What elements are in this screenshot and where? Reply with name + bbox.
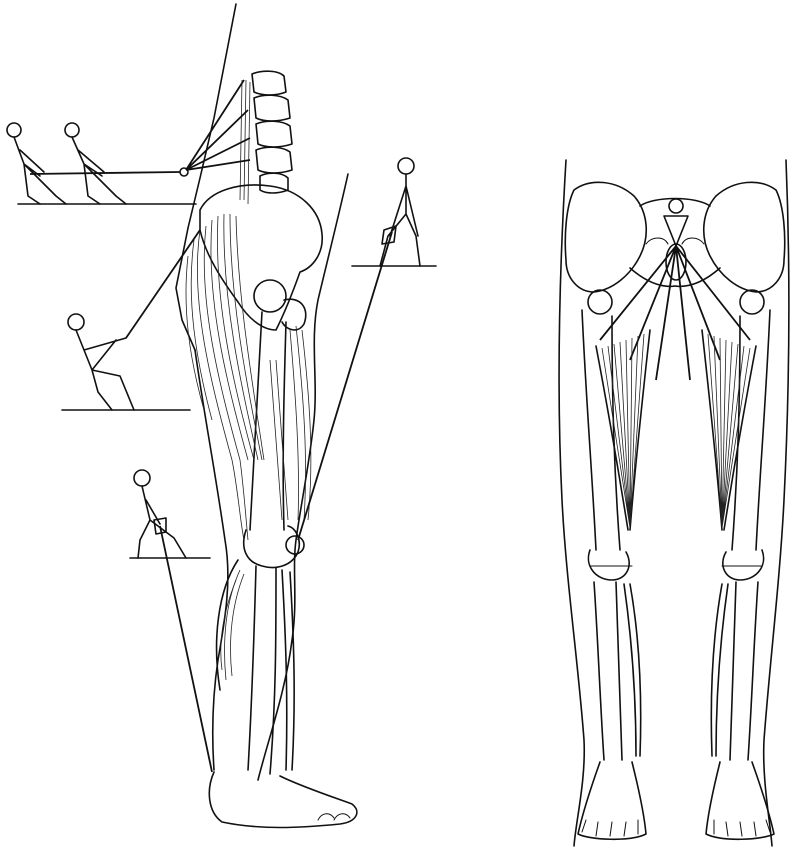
anterior-legs-view xyxy=(559,160,789,846)
lower-legs-front xyxy=(590,566,762,760)
fibula xyxy=(282,570,294,770)
tibia xyxy=(248,566,276,774)
standing-figure-left xyxy=(130,470,212,772)
femur-head xyxy=(254,280,286,312)
thigh-muscles xyxy=(186,214,311,540)
tug-of-war-figures xyxy=(7,80,250,204)
squatting-figure xyxy=(62,230,200,410)
adductor-muscles xyxy=(596,330,756,530)
feet-front xyxy=(578,762,774,839)
standing-figure-right xyxy=(298,158,436,540)
central-stick-figure xyxy=(600,199,750,380)
knee-joint xyxy=(244,526,300,567)
femurs-front xyxy=(582,290,770,580)
calf-muscles xyxy=(217,560,244,690)
spine xyxy=(240,71,292,204)
lateral-leg-view xyxy=(7,4,436,828)
